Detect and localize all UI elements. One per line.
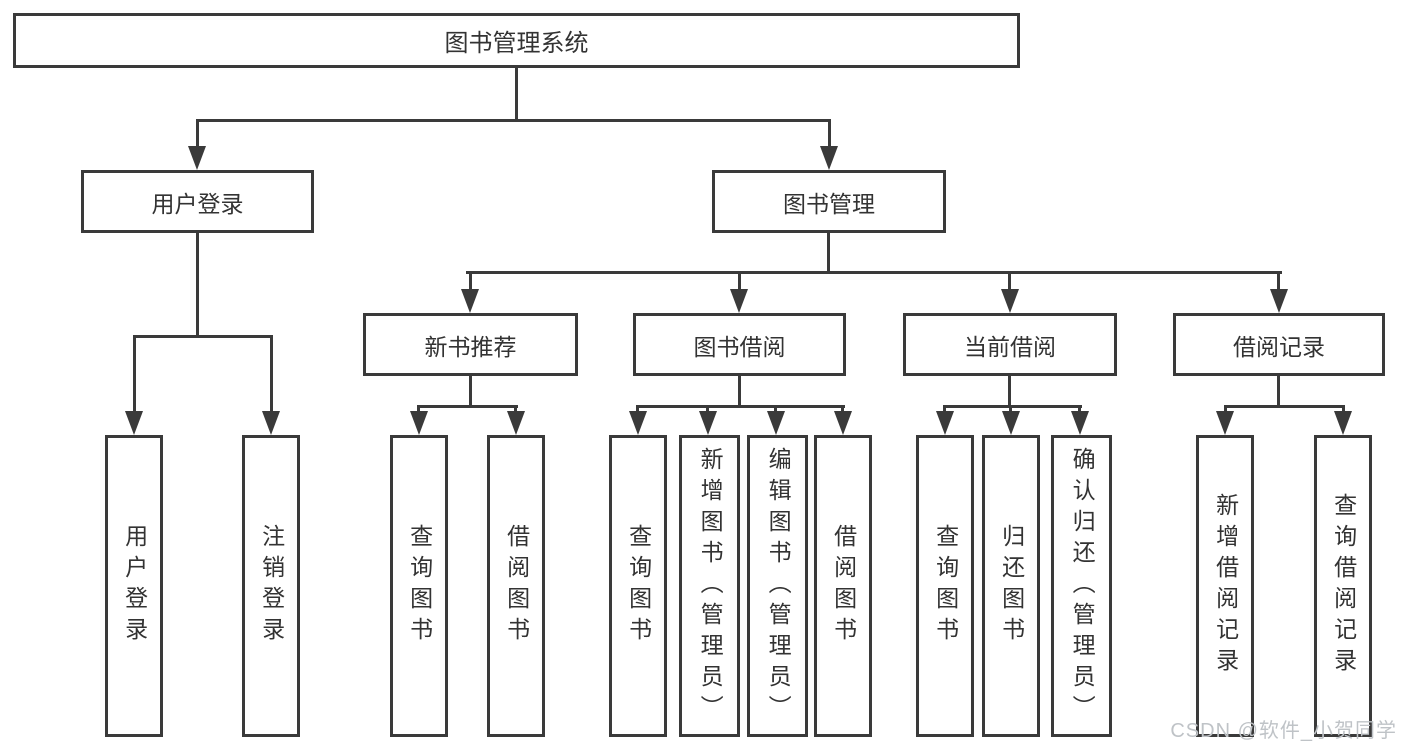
connector-root-horizontal bbox=[196, 119, 831, 122]
arrow-icon bbox=[1002, 411, 1020, 435]
arrow-icon bbox=[262, 411, 280, 435]
connector-stem-new-books bbox=[469, 271, 472, 291]
leaf-query-borrow-record: 查询借阅记录 bbox=[1314, 435, 1372, 737]
connector-userlogin-vertical bbox=[196, 233, 199, 337]
node-book-borrow: 图书借阅 bbox=[633, 313, 846, 376]
leaf-return-books: 归还图书 bbox=[982, 435, 1040, 737]
arrow-icon bbox=[188, 146, 206, 170]
connector-stem bbox=[943, 405, 946, 415]
node-book-borrow-label: 图书借阅 bbox=[693, 333, 786, 360]
arrow-icon bbox=[1001, 289, 1019, 313]
arrow-icon bbox=[629, 411, 647, 435]
connector-stem-book-mgmt bbox=[828, 119, 831, 149]
connector-stem bbox=[1009, 405, 1012, 415]
arrow-icon bbox=[699, 411, 717, 435]
arrow-icon bbox=[1334, 411, 1352, 435]
node-user-login: 用户登录 bbox=[81, 170, 314, 233]
connector-stem bbox=[1342, 405, 1345, 415]
connector-newbooks-horizontal bbox=[417, 405, 518, 408]
connector-records-vertical bbox=[1277, 376, 1280, 407]
leaf-label: 用户登录 bbox=[121, 524, 148, 648]
connector-stem-user-login bbox=[196, 119, 199, 149]
arrow-icon bbox=[1216, 411, 1234, 435]
node-root-label: 图书管理系统 bbox=[444, 30, 589, 57]
connector-stem bbox=[706, 405, 709, 415]
connector-stem bbox=[514, 405, 517, 415]
leaf-edit-books-admin: 编辑图书（管理员） bbox=[747, 435, 808, 737]
connector-stem-current bbox=[1008, 271, 1011, 291]
connector-root-vertical bbox=[515, 68, 518, 120]
connector-bookmgmt-horizontal bbox=[466, 271, 1282, 274]
arrow-icon bbox=[1270, 289, 1288, 313]
arrow-icon bbox=[507, 411, 525, 435]
leaf-query-books-3: 查询图书 bbox=[916, 435, 974, 737]
connector-stem-leaf-login bbox=[133, 335, 136, 413]
arrow-icon bbox=[461, 289, 479, 313]
leaf-label: 新增图书（管理员） bbox=[697, 446, 724, 726]
leaf-borrow-books-1: 借阅图书 bbox=[487, 435, 545, 737]
node-book-management-label: 图书管理 bbox=[783, 190, 875, 217]
leaf-user-login: 用户登录 bbox=[105, 435, 163, 737]
connector-stem bbox=[774, 405, 777, 415]
connector-newbooks-vertical bbox=[469, 376, 472, 407]
leaf-label: 注销登录 bbox=[258, 524, 285, 648]
connector-stem bbox=[636, 405, 639, 415]
leaf-label: 查询图书 bbox=[932, 524, 959, 648]
node-user-login-label: 用户登录 bbox=[151, 190, 244, 217]
connector-records-horizontal bbox=[1224, 405, 1345, 408]
leaf-label: 新增借阅记录 bbox=[1212, 493, 1239, 679]
node-new-book-recommend: 新书推荐 bbox=[363, 313, 578, 376]
connector-stem-leaf-logout bbox=[270, 335, 273, 413]
leaf-label: 借阅图书 bbox=[503, 524, 530, 648]
leaf-query-books-2: 查询图书 bbox=[609, 435, 667, 737]
connector-bookborrow-vertical bbox=[738, 376, 741, 407]
connector-bookmgmt-vertical bbox=[827, 233, 830, 274]
arrow-icon bbox=[1071, 411, 1089, 435]
node-new-book-recommend-label: 新书推荐 bbox=[424, 333, 517, 360]
leaf-logout: 注销登录 bbox=[242, 435, 300, 737]
leaf-label: 编辑图书（管理员） bbox=[765, 446, 792, 726]
arrow-icon bbox=[820, 146, 838, 170]
arrow-icon bbox=[936, 411, 954, 435]
leaf-label: 确认归还（管理员） bbox=[1069, 446, 1096, 726]
node-root: 图书管理系统 bbox=[13, 13, 1020, 68]
arrow-icon bbox=[767, 411, 785, 435]
connector-stem bbox=[841, 405, 844, 415]
leaf-borrow-books-2: 借阅图书 bbox=[814, 435, 872, 737]
connector-bookborrow-horizontal bbox=[636, 405, 845, 408]
leaf-label: 查询图书 bbox=[406, 524, 433, 648]
connector-stem bbox=[1224, 405, 1227, 415]
connector-current-horizontal bbox=[943, 405, 1082, 408]
connector-stem-book-borrow bbox=[738, 271, 741, 291]
connector-current-vertical bbox=[1008, 376, 1011, 407]
leaf-add-books-admin: 新增图书（管理员） bbox=[679, 435, 740, 737]
leaf-confirm-return-admin: 确认归还（管理员） bbox=[1051, 435, 1112, 737]
leaf-label: 借阅图书 bbox=[830, 524, 857, 648]
leaf-add-borrow-record: 新增借阅记录 bbox=[1196, 435, 1254, 737]
arrow-icon bbox=[730, 289, 748, 313]
connector-stem-records bbox=[1277, 271, 1280, 291]
node-borrow-records-label: 借阅记录 bbox=[1233, 333, 1325, 360]
leaf-query-books-1: 查询图书 bbox=[390, 435, 448, 737]
node-book-management: 图书管理 bbox=[712, 170, 946, 233]
leaf-label: 归还图书 bbox=[998, 524, 1025, 648]
arrow-icon bbox=[125, 411, 143, 435]
connector-userlogin-horizontal bbox=[133, 335, 273, 338]
leaf-label: 查询图书 bbox=[625, 524, 652, 648]
leaf-label: 查询借阅记录 bbox=[1330, 493, 1357, 679]
arrow-icon bbox=[410, 411, 428, 435]
csdn-watermark: CSDN @软件_小贺同学 bbox=[1170, 720, 1397, 742]
node-current-borrow: 当前借阅 bbox=[903, 313, 1117, 376]
node-current-borrow-label: 当前借阅 bbox=[964, 333, 1056, 360]
connector-stem bbox=[1078, 405, 1081, 415]
node-borrow-records: 借阅记录 bbox=[1173, 313, 1385, 376]
arrow-icon bbox=[834, 411, 852, 435]
connector-stem bbox=[417, 405, 420, 415]
